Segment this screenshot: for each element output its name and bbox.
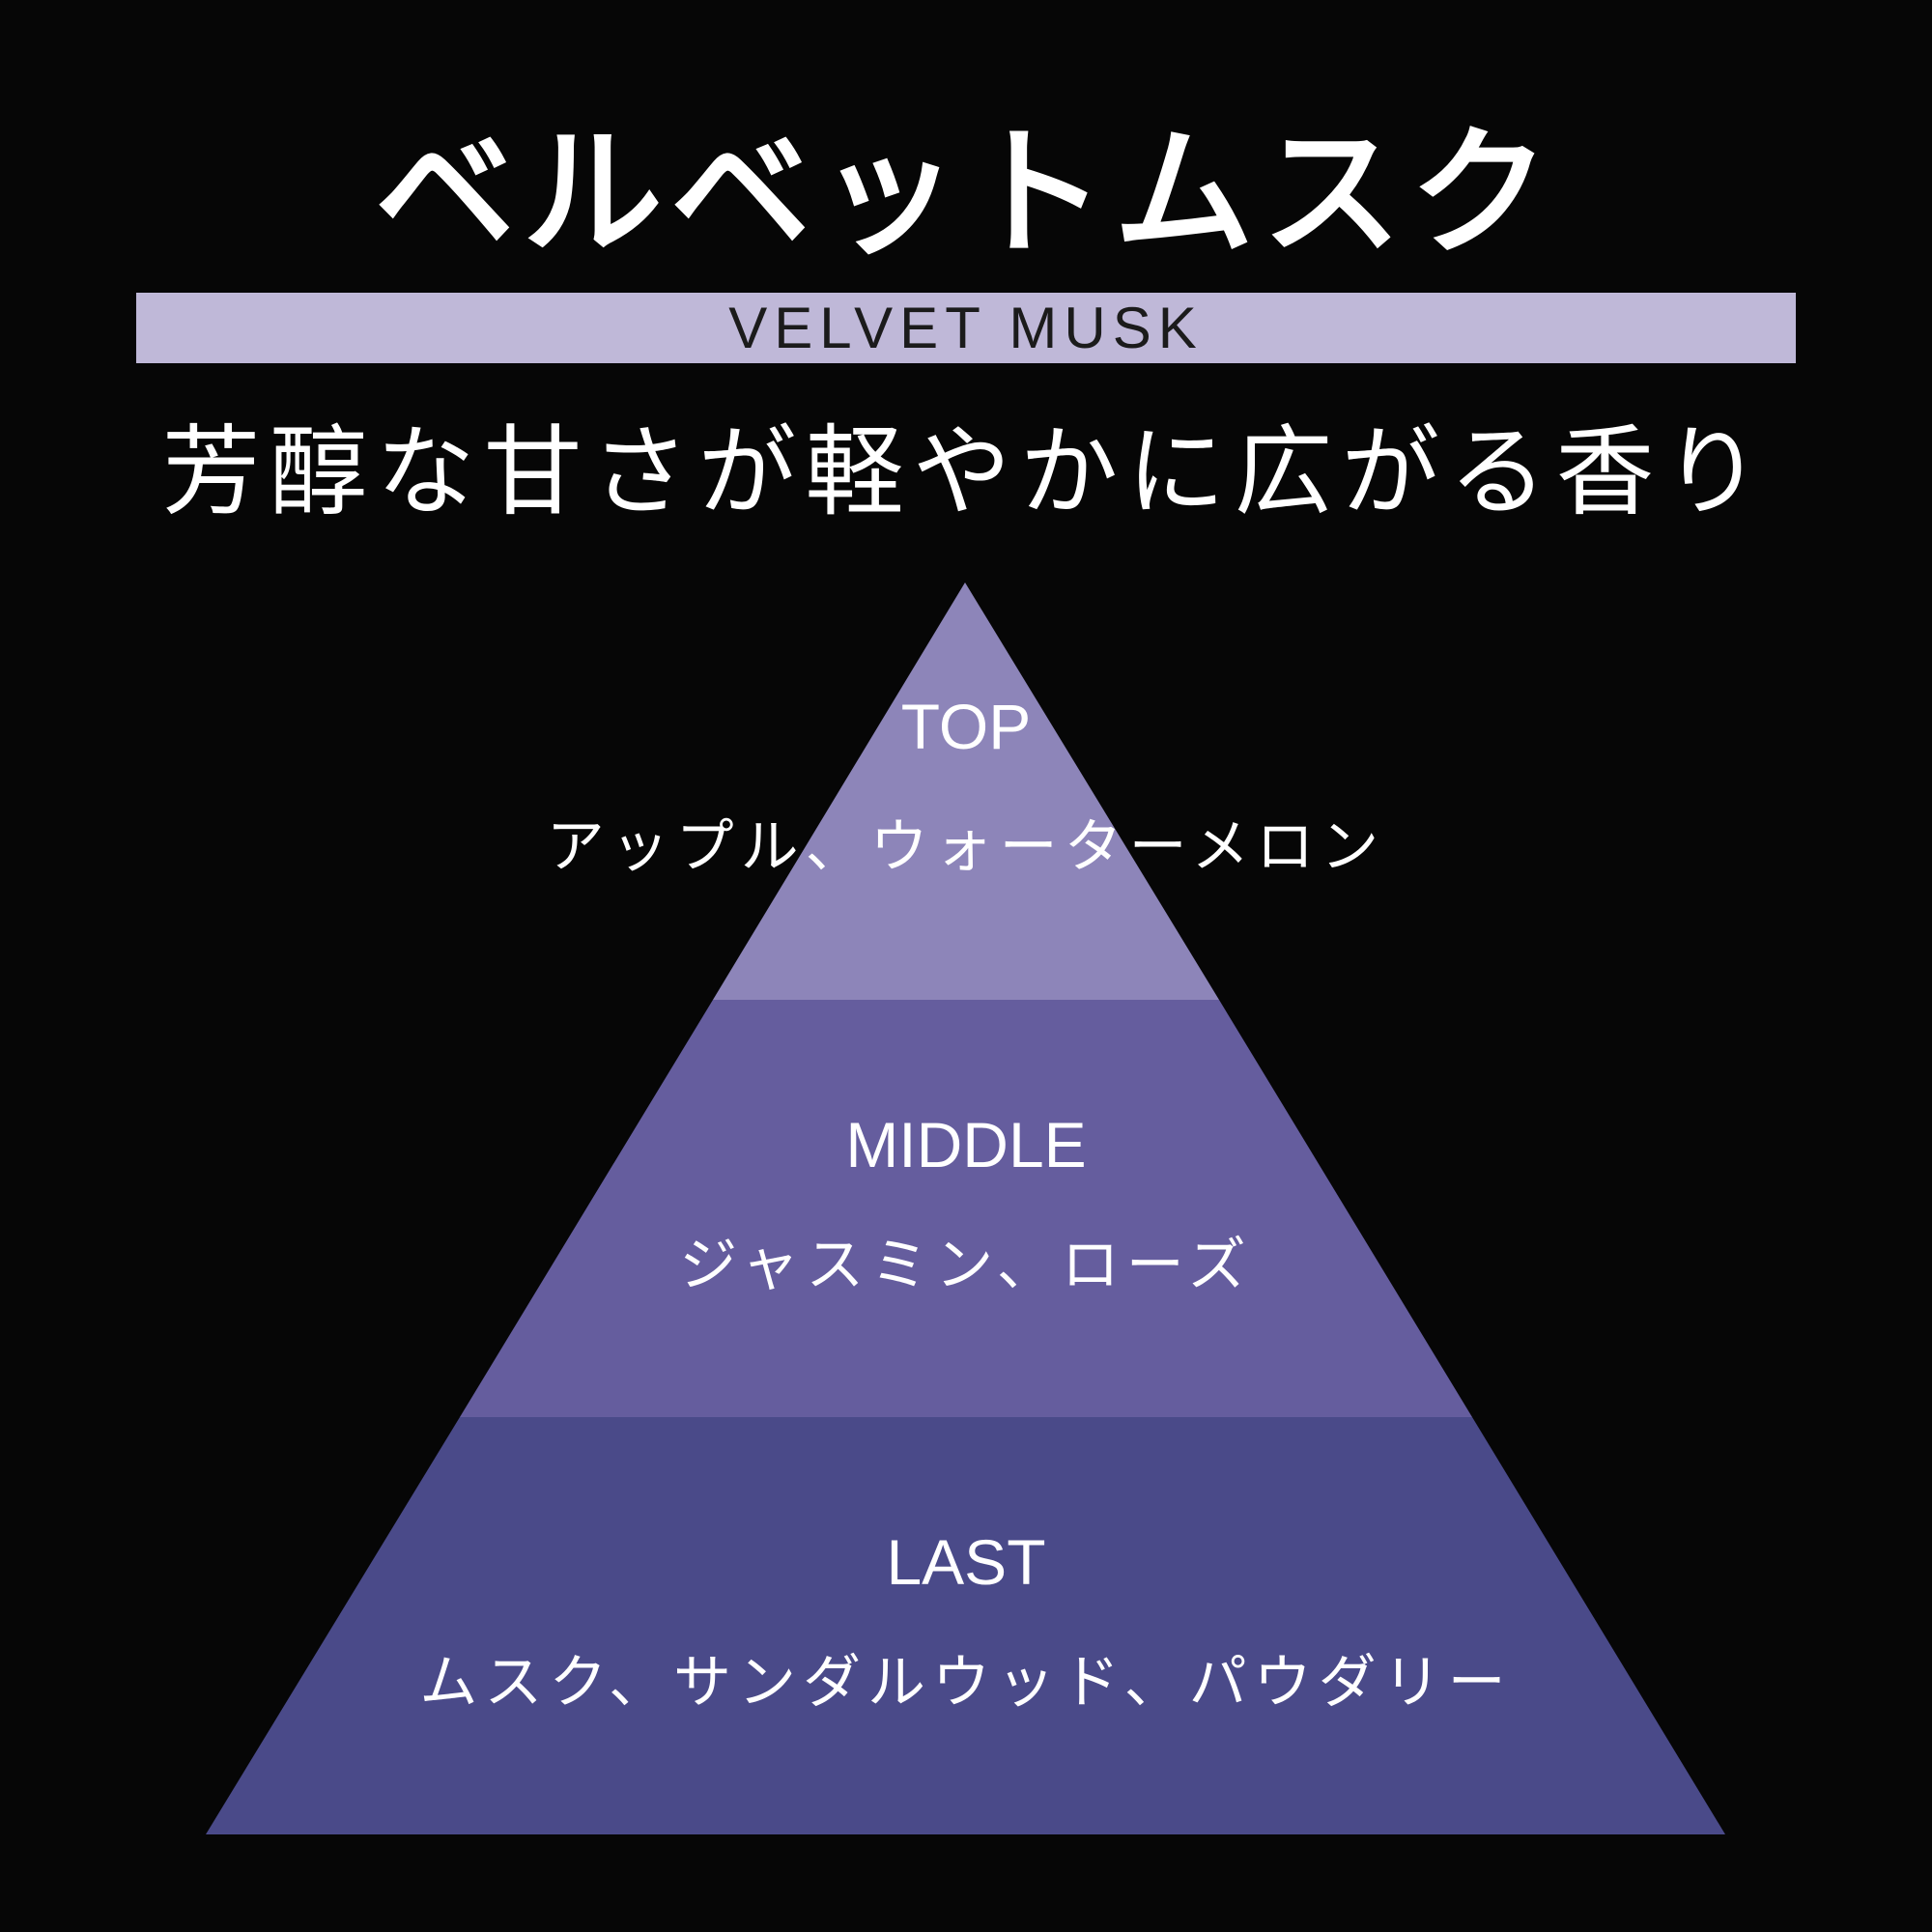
english-name: VELVET MUSK [728, 296, 1204, 360]
tier-label-top: TOP [900, 691, 1032, 762]
pyramid-tier-last [206, 1417, 1725, 1834]
product-title: ベルベットムスク [375, 111, 1557, 275]
tagline: 芳醇な甘さが軽やかに広がる香り [161, 415, 1771, 530]
tier-label-last: LAST [886, 1526, 1046, 1598]
pyramid-tier-top [713, 582, 1219, 1000]
tier-notes-top: アップル、ウォーターメロン [546, 813, 1386, 881]
tier-notes-middle: ジャスミン、ローズ [679, 1232, 1253, 1299]
tier-notes-last: ムスク、サンダルウッド、パウダリー [419, 1649, 1513, 1717]
title-band: VELVET MUSK [136, 293, 1796, 363]
pyramid-tier-middle [460, 1000, 1472, 1417]
tier-label-middle: MIDDLE [845, 1109, 1087, 1180]
